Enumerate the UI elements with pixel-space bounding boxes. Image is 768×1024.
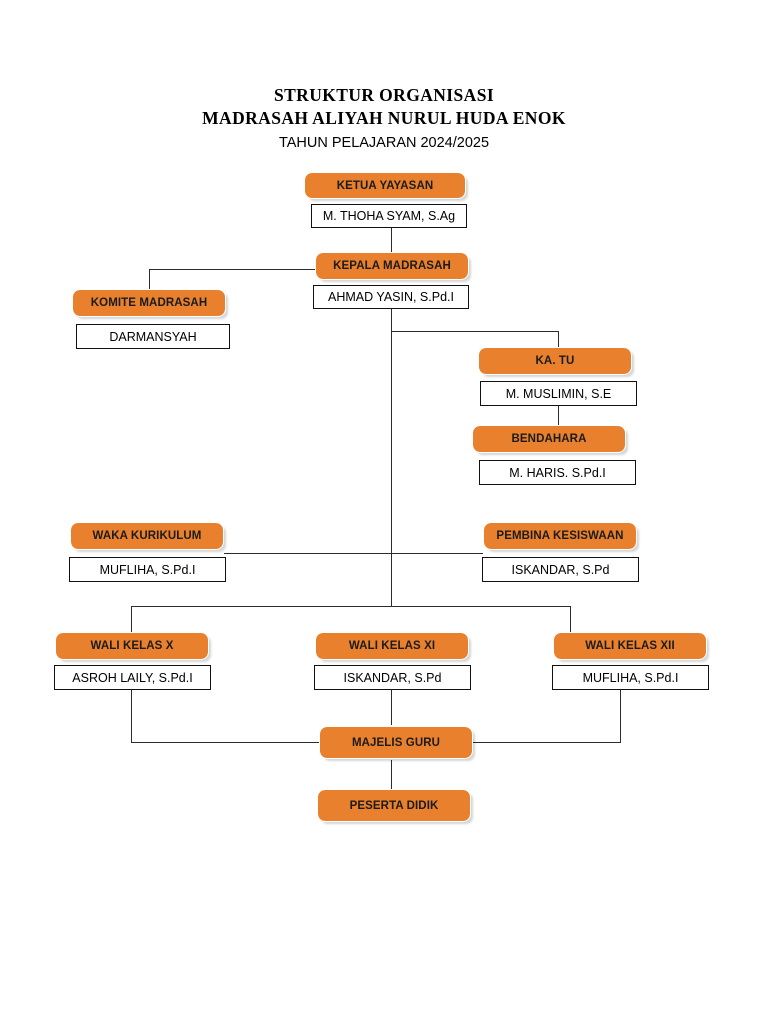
node-ketua-yayasan-role[interactable]: KETUA YAYASAN [304, 172, 466, 199]
node-bendahara-role[interactable]: BENDAHARA [472, 425, 626, 453]
node-pembina-kesiswaan-person-label: ISKANDAR, S.Pd [511, 562, 610, 577]
connector-kepala-to-komite-vertical [149, 269, 151, 290]
node-komite-madrasah-role[interactable]: KOMITE MADRASAH [72, 289, 226, 317]
page-subtitle-academic-year: TAHUN PELAJARAN 2024/2025 [278, 135, 490, 151]
node-komite-madrasah-role-label: KOMITE MADRASAH [90, 297, 208, 309]
node-waka-kurikulum-role-label: WAKA KURIKULUM [92, 530, 202, 542]
node-wali-kelas-xii-person-label: MUFLIHA, S.Pd.I [582, 670, 679, 685]
page-title-line-2: MADRASAH ALIYAH NURUL HUDA ENOK [202, 108, 566, 128]
node-kepala-madrasah-person-label: AHMAD YASIN, S.Pd.I [328, 290, 454, 304]
node-pembina-kesiswaan-role[interactable]: PEMBINA KESISWAAN [483, 522, 637, 550]
node-ka-tu-person-label: M. MUSLIMIN, S.E [505, 386, 612, 401]
node-ka-tu-person[interactable]: M. MUSLIMIN, S.E [480, 381, 637, 406]
node-peserta-didik-role-label: PESERTA DIDIK [349, 799, 439, 812]
connector-trunk-to-katu-vertical [558, 331, 560, 348]
node-ka-tu-role[interactable]: KA. TU [478, 347, 632, 375]
node-kepala-madrasah-role[interactable]: KEPALA MADRASAH [315, 252, 469, 280]
node-ka-tu-role-label: KA. TU [535, 355, 575, 367]
node-wali-kelas-xii-person[interactable]: MUFLIHA, S.Pd.I [552, 665, 709, 690]
connector-trunk-to-katu-horizontal [391, 331, 559, 333]
node-komite-madrasah-person-label: DARMANSYAH [109, 329, 197, 344]
node-majelis-guru-role[interactable]: MAJELIS GURU [319, 726, 473, 759]
connector-majelis-to-peserta [391, 760, 393, 790]
connector-bar-to-wali-x [131, 606, 133, 633]
connector-kepala-to-komite-horizontal [149, 269, 316, 271]
connector-wali-x-to-majelis [131, 742, 321, 744]
connector-walikelas-distribution-bar [131, 606, 571, 608]
node-wali-kelas-x-role[interactable]: WALI KELAS X [55, 632, 209, 660]
connector-ketua-to-kepala [391, 228, 393, 253]
node-peserta-didik-role[interactable]: PESERTA DIDIK [317, 789, 471, 822]
page-title-line-1: STRUKTUR ORGANISASI [273, 85, 495, 105]
node-wali-kelas-xi-role[interactable]: WALI KELAS XI [315, 632, 469, 660]
connector-wali-xii-down [620, 690, 622, 743]
node-pembina-kesiswaan-person[interactable]: ISKANDAR, S.Pd [482, 557, 639, 582]
node-waka-kurikulum-person-label: MUFLIHA, S.Pd.I [99, 562, 196, 577]
node-bendahara-role-label: BENDAHARA [511, 433, 587, 445]
node-waka-kurikulum-person[interactable]: MUFLIHA, S.Pd.I [69, 557, 226, 582]
node-wali-kelas-x-role-label: WALI KELAS X [90, 640, 174, 652]
connector-waka-to-pembina-horizontal [224, 553, 483, 555]
node-wali-kelas-xi-person[interactable]: ISKANDAR, S.Pd [314, 665, 471, 690]
connector-kepala-main-trunk [391, 309, 393, 606]
node-waka-kurikulum-role[interactable]: WAKA KURIKULUM [70, 522, 224, 550]
node-bendahara-person-label: M. HARIS. S.Pd.I [509, 465, 606, 480]
node-wali-kelas-xii-role-label: WALI KELAS XII [585, 640, 675, 652]
node-komite-madrasah-person[interactable]: DARMANSYAH [76, 324, 230, 349]
node-kepala-madrasah-role-label: KEPALA MADRASAH [333, 260, 451, 272]
node-pembina-kesiswaan-role-label: PEMBINA KESISWAAN [496, 530, 624, 542]
node-majelis-guru-role-label: MAJELIS GURU [351, 736, 441, 749]
connector-wali-xii-to-majelis [462, 742, 621, 744]
node-ketua-yayasan-role-label: KETUA YAYASAN [336, 179, 434, 192]
node-wali-kelas-x-person-label: ASROH LAILY, S.Pd.I [72, 670, 193, 685]
node-ketua-yayasan-person[interactable]: M. THOHA SYAM, S.Ag [311, 204, 467, 228]
node-kepala-madrasah-person[interactable]: AHMAD YASIN, S.Pd.I [313, 285, 469, 309]
node-bendahara-person[interactable]: M. HARIS. S.Pd.I [479, 460, 636, 485]
node-ketua-yayasan-person-label: M. THOHA SYAM, S.Ag [322, 209, 456, 223]
connector-wali-xi-down [391, 690, 393, 725]
node-wali-kelas-xi-role-label: WALI KELAS XI [348, 640, 436, 652]
node-wali-kelas-xii-role[interactable]: WALI KELAS XII [553, 632, 707, 660]
node-wali-kelas-xi-person-label: ISKANDAR, S.Pd [343, 670, 442, 685]
connector-wali-x-down [131, 690, 133, 743]
connector-katu-to-bendahara [558, 406, 560, 427]
node-wali-kelas-x-person[interactable]: ASROH LAILY, S.Pd.I [54, 665, 211, 690]
connector-bar-to-wali-xii [570, 606, 572, 633]
chart-title-block: STRUKTUR ORGANISASI MADRASAH ALIYAH NURU… [0, 84, 768, 154]
